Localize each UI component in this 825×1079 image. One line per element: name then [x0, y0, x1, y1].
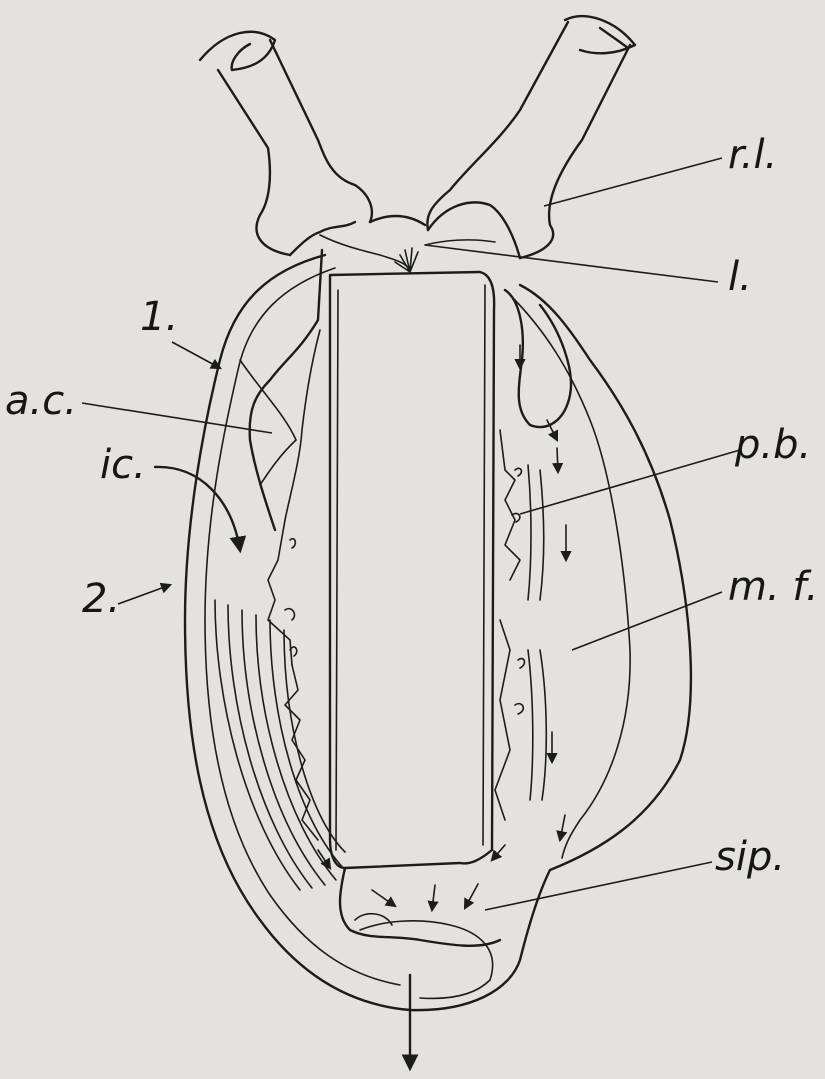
inflow-arrow: [155, 467, 240, 550]
label-l: l.: [728, 254, 752, 300]
flow-arrow: [465, 884, 478, 908]
label-ic: ic.: [100, 442, 146, 488]
label-rl: r.l.: [728, 132, 777, 178]
peribranchial-structures: [495, 290, 571, 820]
label-pb: p.b.: [734, 422, 811, 468]
muscle-fibres: [215, 600, 345, 890]
label-mf: m. f.: [728, 564, 819, 610]
flow-arrow: [372, 890, 395, 906]
flow-arrows: [155, 345, 566, 1068]
flow-arrow: [432, 885, 435, 910]
branchial-sac: [330, 272, 494, 868]
label-2: 2.: [82, 576, 120, 622]
oral-siphons: [200, 16, 635, 272]
flow-arrow: [560, 815, 565, 840]
atrial-cavity-structures: [240, 250, 322, 840]
label-1: 1.: [140, 294, 178, 340]
label-sip: sip.: [715, 834, 785, 880]
flow-arrow: [557, 448, 558, 472]
flow-arrow: [492, 845, 505, 860]
label-ac: a.c.: [5, 378, 77, 424]
labels: r.l. l. 1. a.c. ic. p.b. m. f. 2. sip.: [5, 132, 819, 880]
